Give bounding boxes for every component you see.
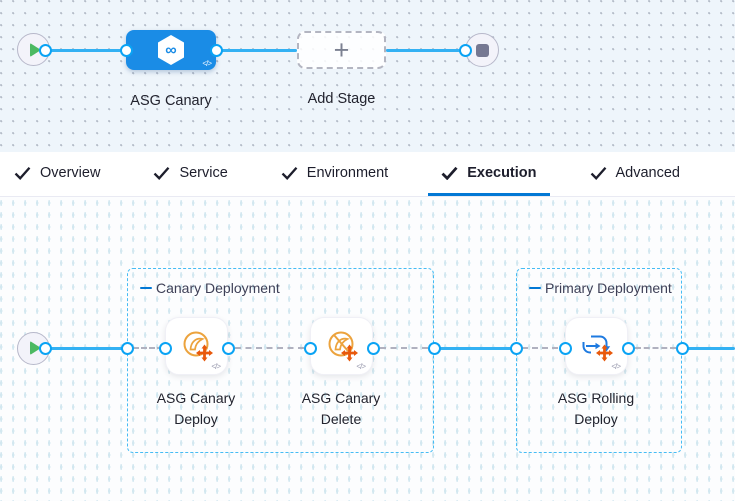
group-title[interactable]: Canary Deployment <box>156 280 280 296</box>
tab-label: Execution <box>467 164 537 181</box>
group-edge-port[interactable] <box>120 341 134 355</box>
tab-label: Environment <box>306 164 389 181</box>
tab-label: Service <box>179 164 228 181</box>
check-icon <box>154 166 170 180</box>
add-stage-label: Add Stage <box>307 91 376 107</box>
connector-line <box>45 48 127 52</box>
group-title[interactable]: Primary Deployment <box>545 280 672 296</box>
node-port[interactable] <box>39 43 52 57</box>
step-label: ASG Canary Deploy <box>156 390 236 427</box>
code-icon[interactable]: </> <box>611 362 621 371</box>
tab-label: Advanced <box>615 164 681 181</box>
scale-cross-glyph <box>195 344 213 362</box>
group-edge-port[interactable] <box>675 341 689 355</box>
dashed-connector <box>380 347 428 349</box>
play-icon <box>29 341 41 355</box>
dashed-connector <box>235 347 304 349</box>
stage-node-asg-canary[interactable]: ∞ </> <box>126 30 216 70</box>
step-group-canary-deployment[interactable]: Canary Deployment <box>127 268 434 453</box>
connector-line <box>386 48 460 52</box>
collapse-group-icon[interactable] <box>529 286 541 290</box>
check-icon <box>590 166 606 180</box>
group-edge-port[interactable] <box>427 341 441 355</box>
connector-line <box>434 346 516 350</box>
asg-canary-delete-icon <box>328 331 358 362</box>
tab-service[interactable]: Service <box>140 152 240 196</box>
node-port[interactable] <box>366 341 380 355</box>
pipeline-studio-tabbar: Overview Service Environment Execution A… <box>0 152 735 197</box>
connector-line <box>682 346 735 350</box>
stop-icon <box>475 43 489 57</box>
step-node-asg-canary-deploy[interactable]: </> <box>165 317 228 375</box>
step-node-asg-rolling-deploy[interactable]: </> <box>565 317 628 375</box>
group-edge-port[interactable] <box>509 341 523 355</box>
node-port[interactable] <box>221 341 235 355</box>
node-port[interactable] <box>209 43 223 57</box>
step-label: ASG Rolling Deploy <box>557 390 635 427</box>
node-port[interactable] <box>119 43 133 57</box>
stage-label: ASG Canary <box>130 93 212 109</box>
step-node-asg-canary-delete[interactable]: </> <box>310 317 373 375</box>
step-label: ASG Canary Delete <box>301 390 381 427</box>
dashed-connector <box>635 347 676 349</box>
tab-advanced[interactable]: Advanced <box>577 152 694 196</box>
node-port[interactable] <box>558 341 572 355</box>
code-icon[interactable]: </> <box>356 362 366 371</box>
dashed-connector <box>133 347 163 349</box>
scale-cross-glyph <box>595 344 613 362</box>
code-icon[interactable]: </> <box>202 59 212 68</box>
play-icon <box>29 42 41 57</box>
check-icon <box>14 166 31 180</box>
asg-rolling-deploy-icon <box>582 335 613 362</box>
node-port[interactable] <box>158 341 172 355</box>
execution-graph-canvas[interactable]: Canary Deployment </> ASG Canary Deploy <box>0 197 735 501</box>
dashed-connector <box>522 347 558 349</box>
step-group-primary-deployment[interactable]: Primary Deployment <box>516 268 682 453</box>
tab-environment[interactable]: Environment <box>268 152 401 196</box>
plus-icon: + <box>333 34 350 65</box>
node-port[interactable] <box>303 341 317 355</box>
scale-cross-glyph <box>340 344 358 362</box>
add-stage-button[interactable]: + <box>297 31 386 69</box>
connector-line <box>45 346 127 350</box>
tab-execution[interactable]: Execution <box>428 152 550 196</box>
collapse-group-icon[interactable] <box>140 286 152 290</box>
check-icon <box>281 166 298 180</box>
tab-overview[interactable]: Overview <box>1 152 113 196</box>
node-port[interactable] <box>459 43 472 57</box>
asg-canary-deploy-icon <box>183 331 213 362</box>
cd-hexagon-infinity-icon: ∞ <box>158 35 184 65</box>
tab-label: Overview <box>40 164 101 181</box>
stage-graph-canvas[interactable]: ∞ </> ASG Canary + Add Stage <box>0 0 735 152</box>
infinity-glyph: ∞ <box>165 42 176 59</box>
node-port[interactable] <box>39 341 52 355</box>
check-icon <box>441 166 458 180</box>
connector-line <box>216 48 297 52</box>
node-port[interactable] <box>621 341 635 355</box>
code-icon[interactable]: </> <box>211 362 221 371</box>
